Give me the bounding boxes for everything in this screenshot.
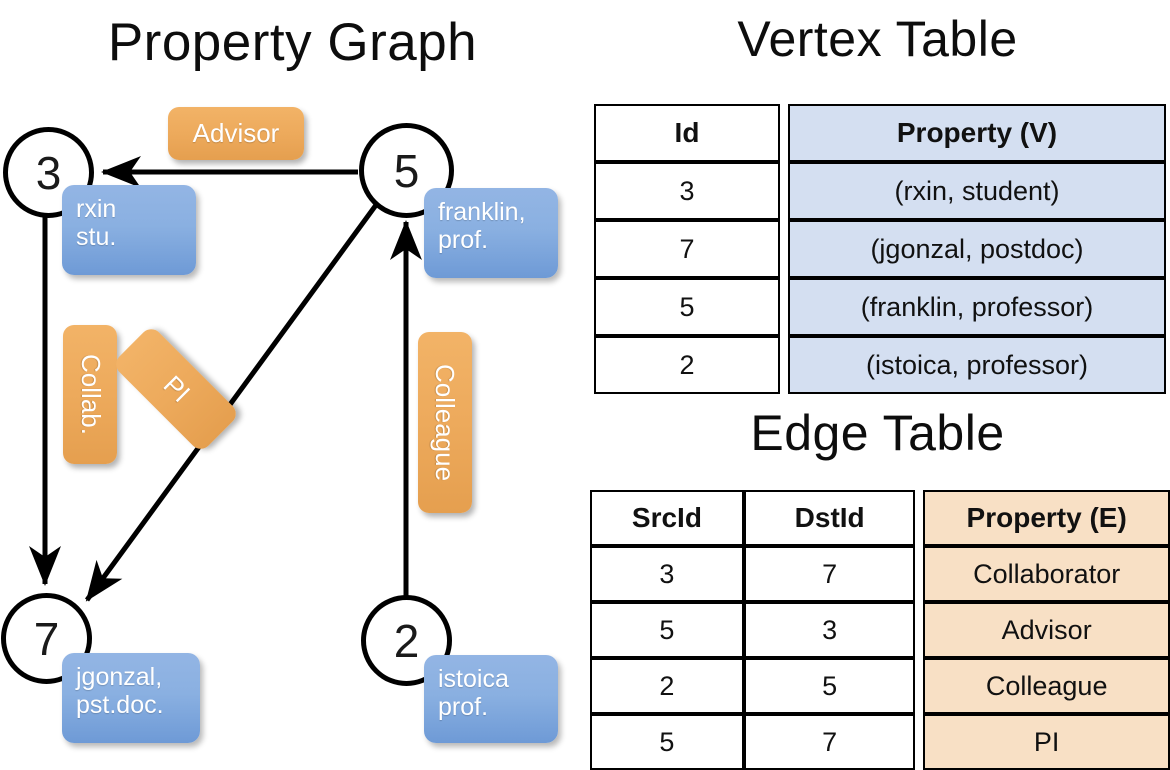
edge-label-colleague-text: Colleague: [430, 363, 461, 482]
vertex-property-3-line1: rxin: [76, 195, 117, 223]
vertex-property-5-line2: prof.: [438, 226, 489, 254]
edge-row-3-dst: 7: [743, 714, 916, 770]
edge-row-2-src: 2: [590, 658, 744, 714]
vertex-property-5-line1: franklin,: [438, 198, 526, 226]
vertex-property-3-line2: stu.: [76, 223, 117, 251]
edge-row-2-property: Colleague: [923, 658, 1170, 714]
edge-label-advisor: Advisor: [168, 107, 304, 160]
vertex-property-7-line1: jgonzal,: [76, 663, 163, 691]
vertex-table-column-gap: [780, 336, 788, 394]
edge-row-1-src: 5: [590, 602, 744, 658]
edge-table-column-gap: [915, 658, 923, 714]
vertex-table-col-property: Property (V): [788, 104, 1166, 162]
vertex-table-header-row: Id Property (V): [594, 104, 1166, 162]
table-row: 5 (franklin, professor): [594, 278, 1166, 336]
vertex-row-0-property: (rxin, student): [788, 162, 1166, 220]
edge-row-0-property: Collaborator: [923, 546, 1170, 602]
table-row: 2 5 Colleague: [590, 658, 1170, 714]
vertex-table-column-gap: [780, 162, 788, 220]
table-row: 5 3 Advisor: [590, 602, 1170, 658]
edge-label-pi-text: PI: [157, 369, 196, 408]
table-row: 7 (jgonzal, postdoc): [594, 220, 1166, 278]
vertex-property-box-3: rxin stu.: [62, 185, 196, 275]
edge-table-col-dstid: DstId: [743, 490, 916, 546]
edge-row-3-src: 5: [590, 714, 744, 770]
page-title-edge-table: Edge Table: [750, 405, 1005, 461]
edge-label-colleague: Colleague: [418, 332, 472, 513]
vertex-property-7-line2: pst.doc.: [76, 691, 164, 719]
edge-table-column-gap: [915, 546, 923, 602]
graph-edges-layer: [29, 156, 422, 602]
vertex-row-2-id: 5: [594, 278, 780, 336]
edge-table-col-property: Property (E): [923, 490, 1170, 546]
graph-vertex-5[interactable]: 5: [359, 123, 454, 218]
vertex-property-box-7: jgonzal, pst.doc.: [62, 653, 200, 743]
edge-label-collab-text: Collab.: [75, 354, 106, 435]
edge-row-3-property: PI: [923, 714, 1170, 770]
graph-edge-pi-5-to-7: [84, 203, 379, 602]
vertex-table: Id Property (V) 3 (rxin, student) 7 (jgo…: [594, 104, 1166, 394]
edge-table-column-gap: [915, 714, 923, 770]
vertex-property-2-line1: istoica: [438, 665, 509, 693]
edge-row-1-dst: 3: [743, 602, 916, 658]
vertex-table-col-id: Id: [594, 104, 780, 162]
vertex-property-box-5: franklin, prof.: [424, 188, 558, 278]
vertex-row-0-id: 3: [594, 162, 780, 220]
edge-row-2-dst: 5: [743, 658, 916, 714]
table-row: 3 (rxin, student): [594, 162, 1166, 220]
graph-vertex-2[interactable]: 2: [361, 595, 452, 686]
vertex-row-1-id: 7: [594, 220, 780, 278]
edge-table-column-gap: [915, 602, 923, 658]
vertex-row-1-property: (jgonzal, postdoc): [788, 220, 1166, 278]
vertex-table-column-gap: [780, 104, 788, 162]
vertex-table-column-gap: [780, 278, 788, 336]
vertex-table-column-gap: [780, 220, 788, 278]
vertex-property-box-2: istoica prof.: [424, 655, 558, 743]
edge-table-column-gap: [915, 490, 923, 546]
property-graph-diagram: 3 5 7 2 rxin stu. franklin, prof. jgonza…: [0, 0, 585, 760]
table-row: 3 7 Collaborator: [590, 546, 1170, 602]
edge-table-header-row: SrcId DstId Property (E): [590, 490, 1170, 546]
vertex-property-2-line2: prof.: [438, 693, 489, 721]
table-row: 5 7 PI: [590, 714, 1170, 770]
table-row: 2 (istoica, professor): [594, 336, 1166, 394]
edge-row-0-src: 3: [590, 546, 744, 602]
page-title-vertex-table: Vertex Table: [737, 11, 1018, 67]
edge-row-1-property: Advisor: [923, 602, 1170, 658]
edge-table-col-srcid: SrcId: [590, 490, 744, 546]
edge-label-collab: Collab.: [63, 325, 117, 464]
edge-row-0-dst: 7: [743, 546, 916, 602]
vertex-row-3-id: 2: [594, 336, 780, 394]
edge-table: SrcId DstId Property (E) 3 7 Collaborato…: [590, 490, 1170, 770]
vertex-row-2-property: (franklin, professor): [788, 278, 1166, 336]
page-title-property-graph: Property Graph: [107, 13, 478, 72]
vertex-row-3-property: (istoica, professor): [788, 336, 1166, 394]
edge-label-advisor-text: Advisor: [192, 118, 280, 148]
